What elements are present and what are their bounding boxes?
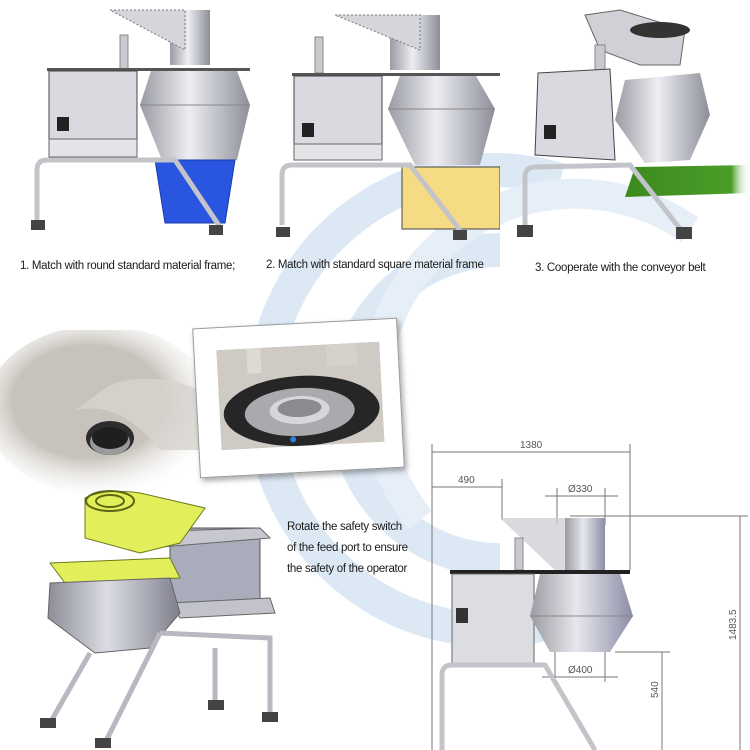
safety-note-line-2: of the feed port to ensure [287,542,408,554]
dim-outlet-diameter: Ø400 [568,665,593,676]
machine-conveyor-illustration [517,9,750,239]
caption-conveyor: 3. Cooperate with the conveyor belt [535,262,706,274]
dim-overall-width: 1380 [520,440,543,451]
dim-overall-height: 1483.5 [728,609,739,640]
feed-port-photo [192,317,405,479]
safety-switch-closeup [0,330,200,495]
dim-feed-offset: 490 [458,475,475,486]
safety-switch-note: Rotate the safety switch of the feed por… [287,517,408,580]
dimension-drawing: 1380 490 Ø330 Ø400 540 1483.5 [431,440,748,750]
machine-round-frame-illustration [31,9,250,235]
dim-feed-diameter: Ø330 [568,484,593,495]
dim-outlet-height: 540 [650,681,661,698]
caption-square-frame: 2. Match with standard square material f… [266,259,484,271]
safety-note-line-1: Rotate the safety switch [287,521,402,533]
feed-port-photo-image [216,341,385,451]
machine-isometric-illustration [40,490,278,748]
safety-note-line-3: the safety of the operator [287,563,408,575]
machine-square-frame-illustration [276,14,500,240]
caption-round-frame: 1. Match with round standard material fr… [20,260,235,272]
